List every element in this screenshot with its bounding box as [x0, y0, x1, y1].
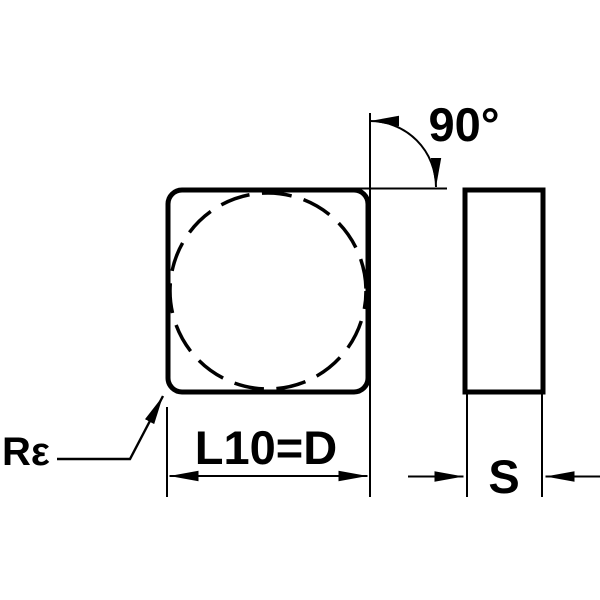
angle-dimension-arc [369, 115, 442, 188]
insert-side-view-outline [462, 187, 546, 395]
length-label: L10=D [195, 421, 337, 474]
thickness-label: S [488, 450, 519, 503]
inscribed-circle-dashed [168, 191, 368, 391]
angle-label: 90° [428, 98, 499, 151]
corner-radius-label: Rε [2, 430, 50, 474]
insert-top-view-outline [165, 187, 371, 395]
corner-radius-leader-line [57, 395, 165, 461]
